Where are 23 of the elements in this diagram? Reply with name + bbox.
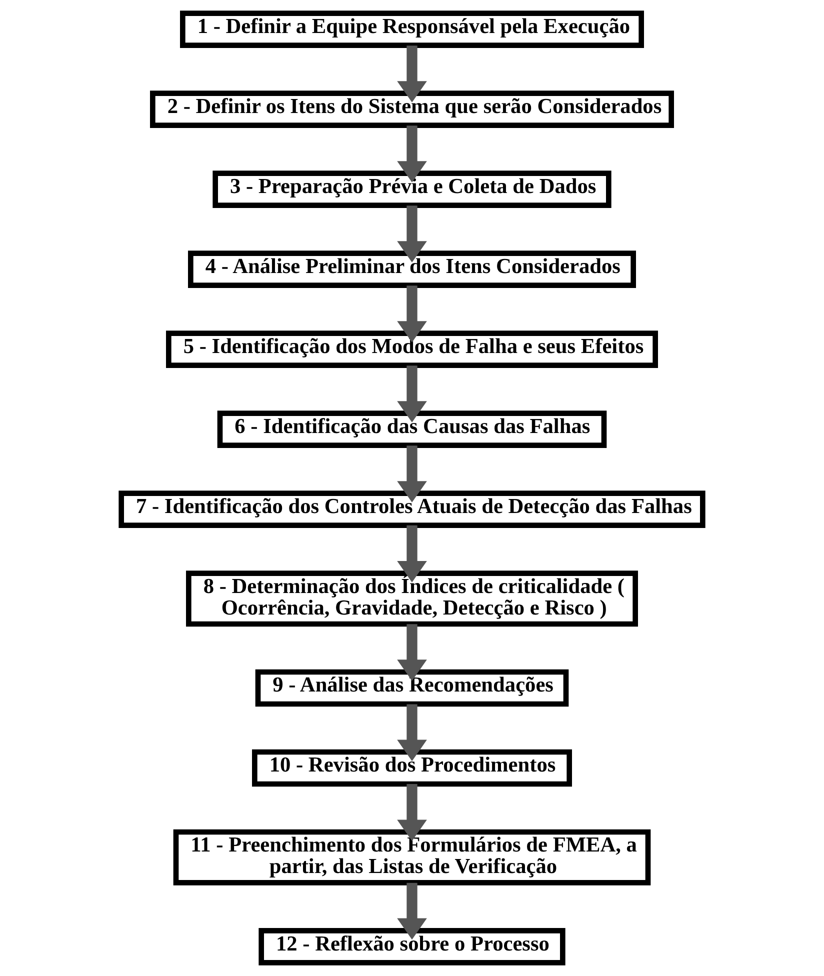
- node-box: 7 - Identificação dos Controles Atuais de Detecção das Falhas: [118, 490, 706, 528]
- node-box: 1 - Definir a Equipe Responsável pela Execução: [180, 10, 644, 48]
- node-box: 2 - Definir os Itens do Sistema que serão Considerados: [150, 90, 674, 128]
- node-box: 8 - Determinação dos Índices de criticalidade ( Ocorrência, Gravidade, Detecção e Risco ): [186, 570, 638, 627]
- node-box: 6 - Identificação das Causas das Falhas: [217, 410, 607, 448]
- arrow: [397, 882, 427, 940]
- node-box: 5 - Identificação dos Modos de Falha e seus Efeitos: [166, 330, 658, 368]
- node-box: 10 - Revisão dos Procedimentos: [252, 749, 572, 787]
- arrow: [397, 366, 427, 422]
- arrow: [397, 206, 427, 262]
- node-box: 12 - Reflexão sobre o Processo: [258, 928, 566, 966]
- arrow: [397, 525, 427, 582]
- arrow: [397, 126, 427, 182]
- arrow: [397, 704, 427, 762]
- arrow: [397, 286, 427, 342]
- arrow: [397, 784, 427, 841]
- arrow: [397, 624, 427, 681]
- node-box: 9 - Análise das Recomendações: [255, 669, 569, 707]
- arrow: [397, 446, 427, 502]
- arrow: [397, 46, 427, 102]
- node-box: 11 - Preenchimento dos Formulários de FMEA, a partir, das Listas de Verificação: [173, 829, 651, 886]
- node-box: 4 - Análise Preliminar dos Itens Considerados: [188, 250, 636, 288]
- node-box: 3 - Preparação Prévia e Coleta de Dados: [212, 170, 612, 208]
